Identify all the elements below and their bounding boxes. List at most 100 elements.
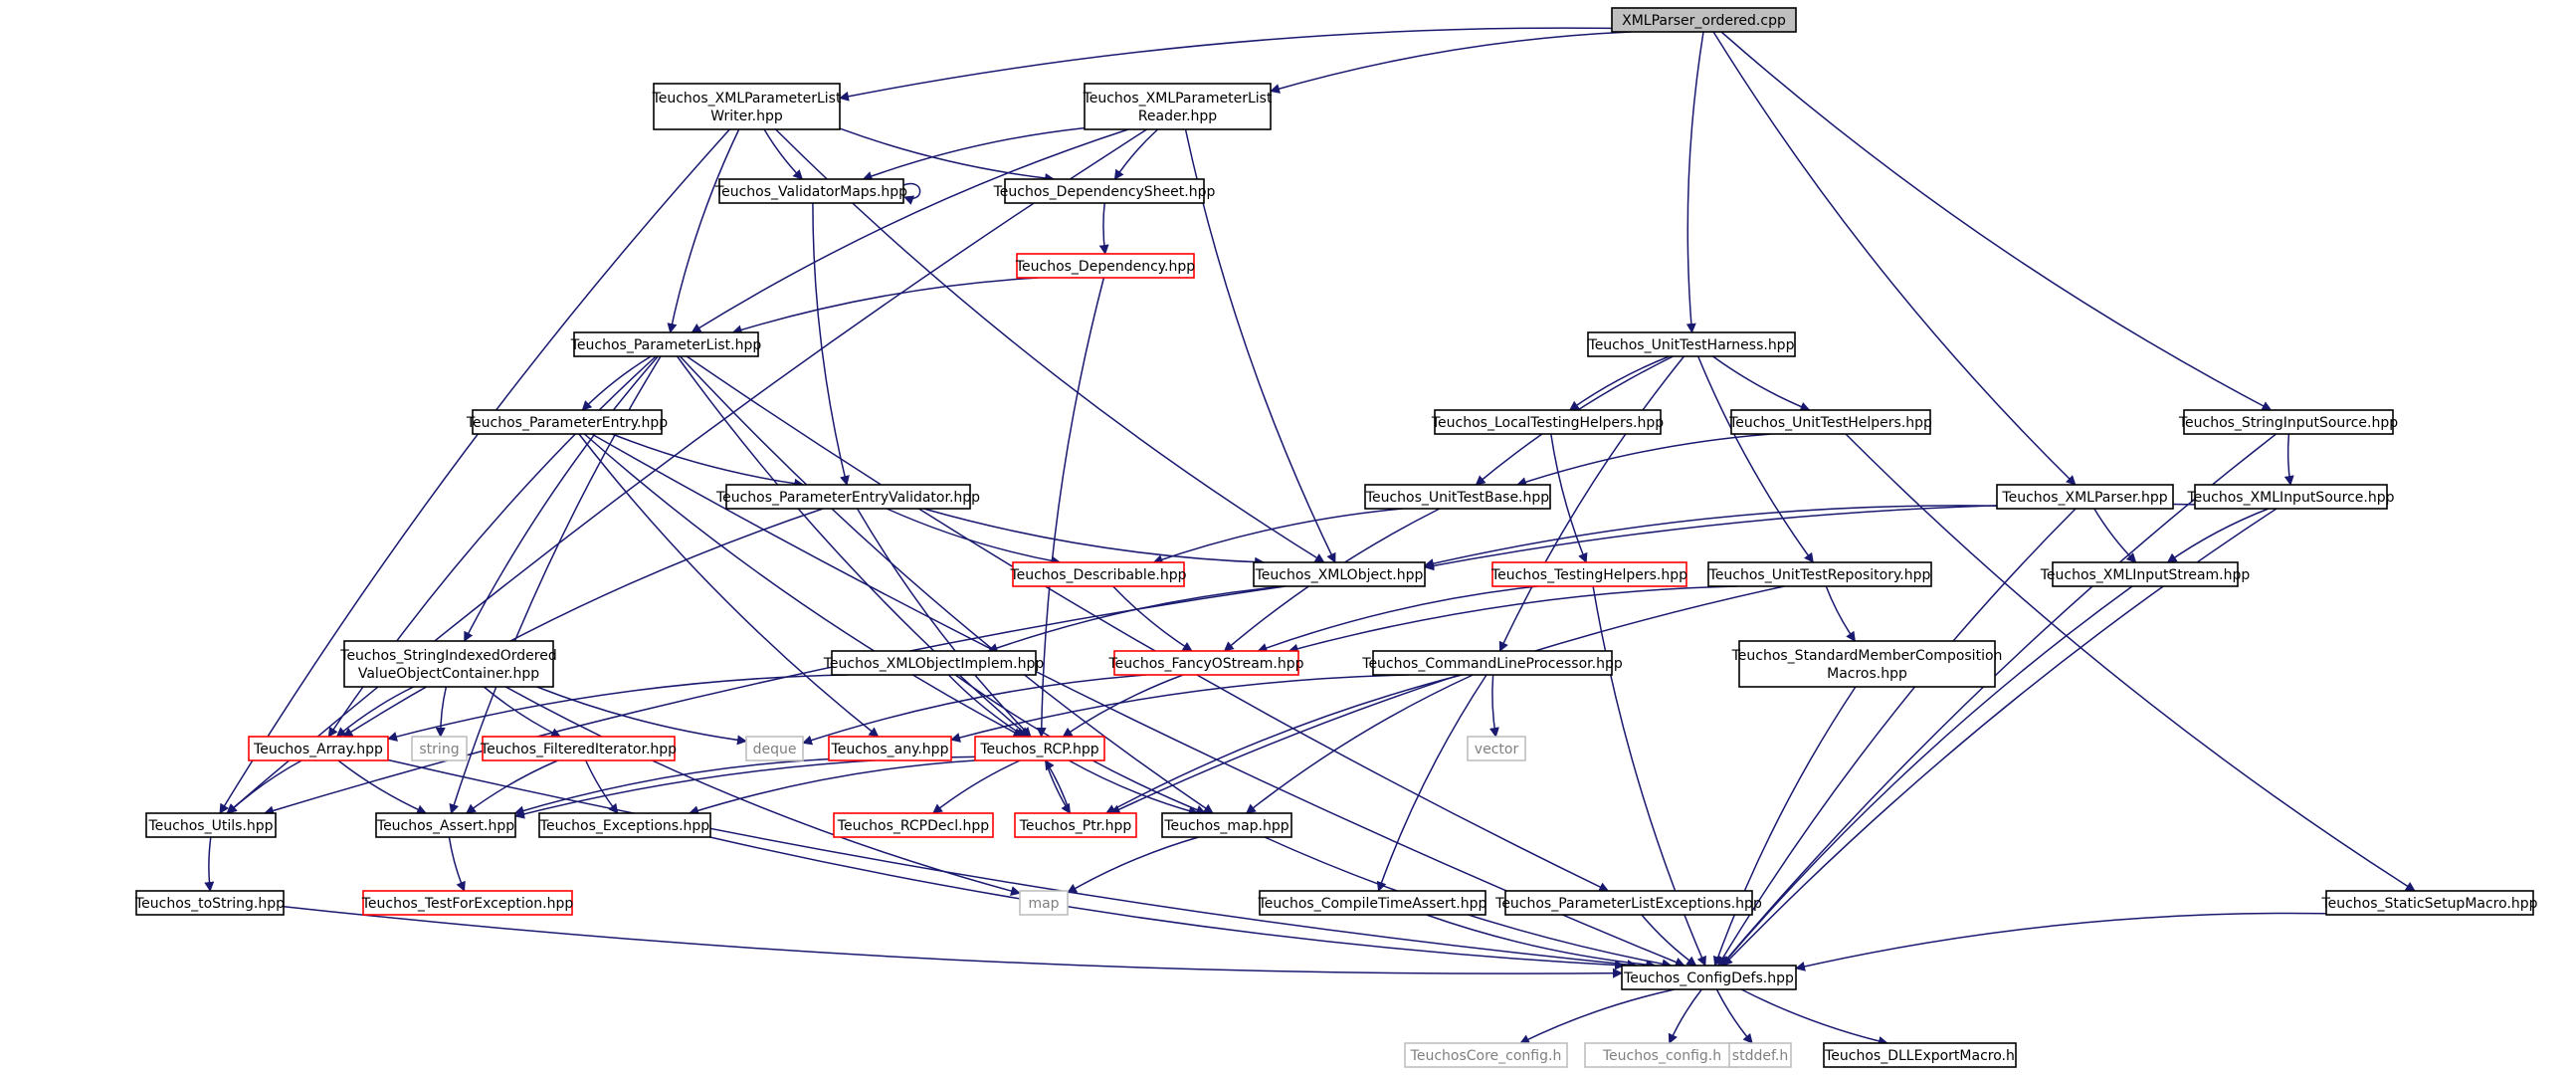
- edge-plw-to-utils: [219, 128, 730, 814]
- node-map[interactable]: Teuchos_map.hpp: [1161, 812, 1292, 838]
- edge-configdefs-to-coreconfig: [1519, 988, 1676, 1044]
- node-label: Teuchos_XMLParameterList: [1083, 91, 1273, 107]
- node-label: Teuchos_CompileTimeAssert.hpp: [1258, 896, 1487, 912]
- node-sis[interactable]: Teuchos_StringInputSource.hpp: [2178, 409, 2398, 435]
- edge-xmlistream-to-configdefs: [1720, 585, 2133, 967]
- node-vmaps[interactable]: Teuchos_ValidatorMaps.hpp: [714, 178, 907, 204]
- edge-tostring-to-configdefs: [283, 905, 1623, 978]
- node-smc[interactable]: Teuchos_StandardMemberCompositionMacros.…: [1731, 640, 2003, 688]
- node-rcpdecl[interactable]: Teuchos_RCPDecl.hpp: [833, 812, 994, 838]
- node-array[interactable]: Teuchos_Array.hpp: [248, 736, 389, 761]
- edge-vmaps-to-pev: [812, 202, 850, 486]
- node-label: Teuchos_XMLObject.hpp: [1255, 567, 1424, 583]
- node-xmlis[interactable]: Teuchos_XMLInputSource.hpp: [2187, 484, 2395, 510]
- node-label: Teuchos_ParameterEntry.hpp: [466, 415, 668, 431]
- edge-uthelpers-to-ssm: [1845, 433, 2416, 892]
- node-box: [1611, 7, 1797, 33]
- node-utils[interactable]: Teuchos_Utils.hpp: [145, 812, 277, 838]
- edge-smc-to-configdefs: [1712, 686, 1857, 967]
- edge-sivoc-to-string: [435, 686, 448, 738]
- node-rcp[interactable]: Teuchos_RCP.hpp: [974, 736, 1105, 761]
- node-box: [1019, 890, 1069, 916]
- node-xmlobj[interactable]: Teuchos_XMLObject.hpp: [1253, 561, 1426, 587]
- node-label: Macros.hpp: [1827, 666, 1907, 682]
- edge-vmaps-to-vmaps: [902, 182, 921, 205]
- node-vector: vector: [1467, 736, 1526, 761]
- node-box: [1372, 650, 1613, 676]
- node-testhelpers[interactable]: Teuchos_TestingHelpers.hpp: [1490, 561, 1687, 587]
- node-stddef: stddef.h: [1728, 1042, 1792, 1068]
- node-xmlparser[interactable]: Teuchos_XMLParser.hpp: [1996, 484, 2174, 510]
- node-dll[interactable]: Teuchos_DLLExportMacro.h: [1823, 1042, 2017, 1068]
- node-sivoc[interactable]: Teuchos_StringIndexedOrderedValueObjectC…: [339, 640, 557, 688]
- node-label: deque: [753, 742, 797, 757]
- node-uth[interactable]: Teuchos_UnitTestHarness.hpp: [1587, 331, 1796, 357]
- node-utrepo[interactable]: Teuchos_UnitTestRepository.hpp: [1707, 561, 1932, 587]
- node-filtered[interactable]: Teuchos_FilteredIterator.hpp: [480, 736, 677, 761]
- node-utbase[interactable]: Teuchos_UnitTestBase.hpp: [1364, 484, 1551, 510]
- node-box: [1259, 890, 1486, 916]
- node-plist[interactable]: Teuchos_ParameterList.hpp: [570, 331, 762, 357]
- node-any[interactable]: Teuchos_any.hpp: [828, 736, 952, 761]
- node-box: [1491, 561, 1687, 587]
- node-stdmap: map: [1019, 890, 1069, 916]
- node-box: [745, 736, 804, 761]
- node-box: [375, 812, 516, 838]
- node-label: XMLParser_ordered.cpp: [1622, 13, 1786, 29]
- node-box: [1434, 409, 1662, 435]
- node-tostring[interactable]: Teuchos_toString.hpp: [134, 890, 285, 916]
- node-dep[interactable]: Teuchos_Dependency.hpp: [1015, 253, 1195, 279]
- node-label: vector: [1475, 742, 1519, 757]
- node-label: TeuchosCore_config.h: [1410, 1048, 1562, 1064]
- edge-plist-to-ple: [686, 355, 1610, 892]
- edge-fos-to-rcp: [1062, 674, 1184, 738]
- node-fos[interactable]: Teuchos_FancyOStream.hpp: [1107, 650, 1304, 676]
- node-label: Teuchos_ParameterList.hpp: [570, 337, 762, 353]
- node-box: [1113, 650, 1299, 676]
- node-ptr[interactable]: Teuchos_Ptr.hpp: [1014, 812, 1137, 838]
- edge-rcp-to-map: [1068, 759, 1199, 816]
- node-xmlistream[interactable]: Teuchos_XMLInputStream.hpp: [2040, 561, 2251, 587]
- edge-plist-to-map: [679, 355, 1214, 814]
- node-pentry[interactable]: Teuchos_ParameterEntry.hpp: [466, 409, 668, 435]
- node-ple[interactable]: Teuchos_ParameterListExceptions.hpp: [1494, 890, 1762, 916]
- node-uthelpers[interactable]: Teuchos_UnitTestHelpers.hpp: [1728, 409, 1932, 435]
- node-label: Teuchos_XMLParser.hpp: [2001, 490, 2167, 506]
- node-box: [145, 812, 277, 838]
- node-box: [828, 736, 952, 761]
- node-configdefs[interactable]: Teuchos_ConfigDefs.hpp: [1621, 965, 1797, 990]
- node-label: Teuchos_CommandLineProcessor.hpp: [1361, 656, 1623, 672]
- node-label: Teuchos_Exceptions.hpp: [539, 818, 709, 834]
- node-label: Teuchos_UnitTestRepository.hpp: [1708, 567, 1931, 583]
- node-label: Writer.hpp: [710, 108, 783, 124]
- node-xmlimpl[interactable]: Teuchos_XMLObjectImplem.hpp: [823, 650, 1045, 676]
- node-label: Teuchos_UnitTestHarness.hpp: [1588, 337, 1795, 353]
- node-describable[interactable]: Teuchos_Describable.hpp: [1009, 561, 1187, 587]
- edge-root-to-sis: [1720, 31, 2273, 411]
- node-depsheet[interactable]: Teuchos_DependencySheet.hpp: [993, 178, 1216, 204]
- node-pev[interactable]: Teuchos_ParameterEntryValidator.hpp: [715, 484, 980, 510]
- node-tfe[interactable]: Teuchos_TestForException.hpp: [361, 890, 574, 916]
- edge-uth-to-clp: [1498, 355, 1685, 652]
- node-exceptions[interactable]: Teuchos_Exceptions.hpp: [538, 812, 711, 838]
- edge-plw-to-plist: [667, 128, 740, 333]
- node-box: [1161, 812, 1292, 838]
- edge-ple-to-configdefs: [1641, 914, 1697, 967]
- node-label: Teuchos_XMLObjectImplem.hpp: [823, 656, 1045, 672]
- edge-xmlobj-to-utils: [264, 585, 1287, 816]
- node-label: Teuchos_UnitTestHelpers.hpp: [1728, 415, 1932, 431]
- edge-array-to-assert: [337, 759, 428, 814]
- node-root[interactable]: XMLParser_ordered.cpp: [1611, 7, 1797, 33]
- node-clp[interactable]: Teuchos_CommandLineProcessor.hpp: [1361, 650, 1623, 676]
- node-assert[interactable]: Teuchos_Assert.hpp: [375, 812, 516, 838]
- node-box: [1621, 965, 1797, 990]
- edge-testhelpers-to-configdefs: [1592, 585, 1706, 967]
- edge-rcp-to-ptr: [1044, 759, 1072, 814]
- node-lth[interactable]: Teuchos_LocalTestingHelpers.hpp: [1431, 409, 1664, 435]
- node-ssm[interactable]: Teuchos_StaticSetupMacro.hpp: [2320, 890, 2538, 916]
- node-cta[interactable]: Teuchos_CompileTimeAssert.hpp: [1258, 890, 1487, 916]
- node-box: [411, 736, 468, 761]
- edge-exceptions-to-configdefs: [709, 836, 1625, 970]
